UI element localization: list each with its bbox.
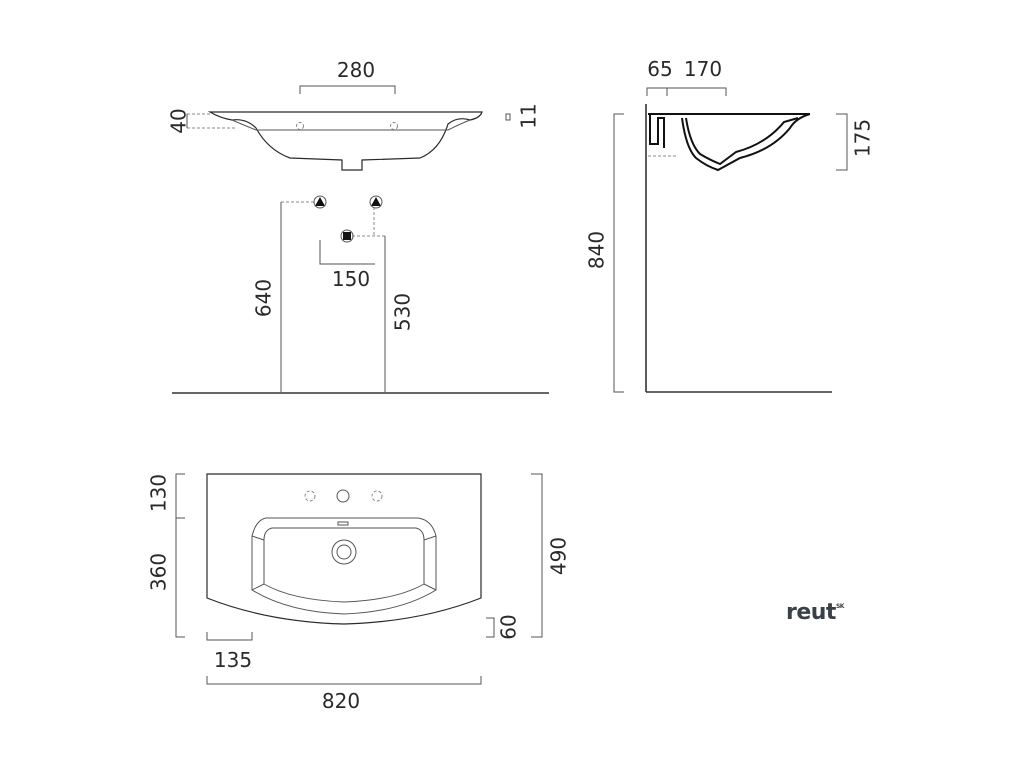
dim-820-line bbox=[206, 676, 482, 685]
dim-820-label: 820 bbox=[322, 689, 360, 713]
plan-drain-outer bbox=[331, 539, 357, 565]
plan-bowl-corner-tr bbox=[423, 535, 437, 541]
dim-11-label: 11 bbox=[517, 103, 541, 128]
brand-name: reut bbox=[786, 600, 836, 625]
plan-tap-hole-left bbox=[304, 490, 316, 502]
plan-bowl-inner bbox=[263, 527, 425, 603]
dim-840-line bbox=[613, 113, 624, 393]
dim-60-label: 60 bbox=[497, 614, 521, 639]
dim-11-marker bbox=[505, 113, 511, 121]
dim-175-label: 175 bbox=[851, 119, 875, 157]
water-inlet-left-icon bbox=[315, 197, 325, 206]
dim-360-label: 360 bbox=[147, 553, 171, 591]
dim-150-label: 150 bbox=[332, 267, 370, 291]
dim-530-label: 530 bbox=[391, 293, 415, 331]
plan-overflow bbox=[337, 521, 349, 526]
dim-135-label: 135 bbox=[214, 648, 252, 672]
dim-175-line bbox=[836, 113, 848, 171]
front-basin-outline bbox=[207, 111, 483, 171]
side-basin-profile bbox=[648, 113, 811, 172]
drain-outlet-icon bbox=[343, 232, 351, 240]
plan-view: 130 360 490 60 135 820 bbox=[147, 473, 571, 713]
dim-840-label: 840 bbox=[585, 231, 609, 269]
dim-490-label: 490 bbox=[547, 537, 571, 575]
water-inlet-right-icon bbox=[371, 197, 381, 206]
dim-170-label: 170 bbox=[684, 57, 722, 81]
front-tap-hole-left bbox=[296, 122, 304, 130]
side-basin-inner bbox=[685, 117, 799, 166]
plan-tap-hole-center bbox=[336, 489, 350, 503]
plan-tap-hole-right bbox=[371, 490, 383, 502]
dim-280-label: 280 bbox=[337, 58, 375, 82]
plan-drain-inner bbox=[336, 544, 352, 560]
dim-130-label: 130 bbox=[147, 474, 171, 512]
front-tap-hole-right bbox=[390, 122, 398, 130]
plan-outer-outline bbox=[206, 473, 482, 625]
dim-280-line bbox=[299, 85, 396, 94]
dim-40-label: 40 bbox=[167, 108, 191, 133]
front-view: 40 11 280 150 640 530 bbox=[167, 58, 549, 394]
plan-bowl-outer bbox=[251, 517, 437, 615]
dim-640-label: 640 bbox=[252, 279, 276, 317]
dim-150-line bbox=[319, 240, 375, 265]
dim-135-line bbox=[206, 632, 253, 641]
dim-65-170-line bbox=[646, 87, 727, 96]
dim-60-line bbox=[486, 617, 495, 638]
side-view: 840 175 65 170 bbox=[585, 57, 875, 393]
dim-65-label: 65 bbox=[647, 57, 672, 81]
dim-490-line bbox=[531, 473, 543, 638]
dim-360-line bbox=[175, 518, 185, 638]
plan-bowl-corner-tl bbox=[251, 535, 265, 541]
front-basin-inner bbox=[231, 119, 471, 131]
dim-130-line bbox=[175, 473, 185, 519]
plan-bowl-corner-br bbox=[423, 583, 437, 591]
brand-logo: reutSK bbox=[786, 600, 844, 625]
brand-suffix: SK bbox=[835, 603, 844, 610]
plan-bowl-corner-bl bbox=[251, 583, 265, 591]
